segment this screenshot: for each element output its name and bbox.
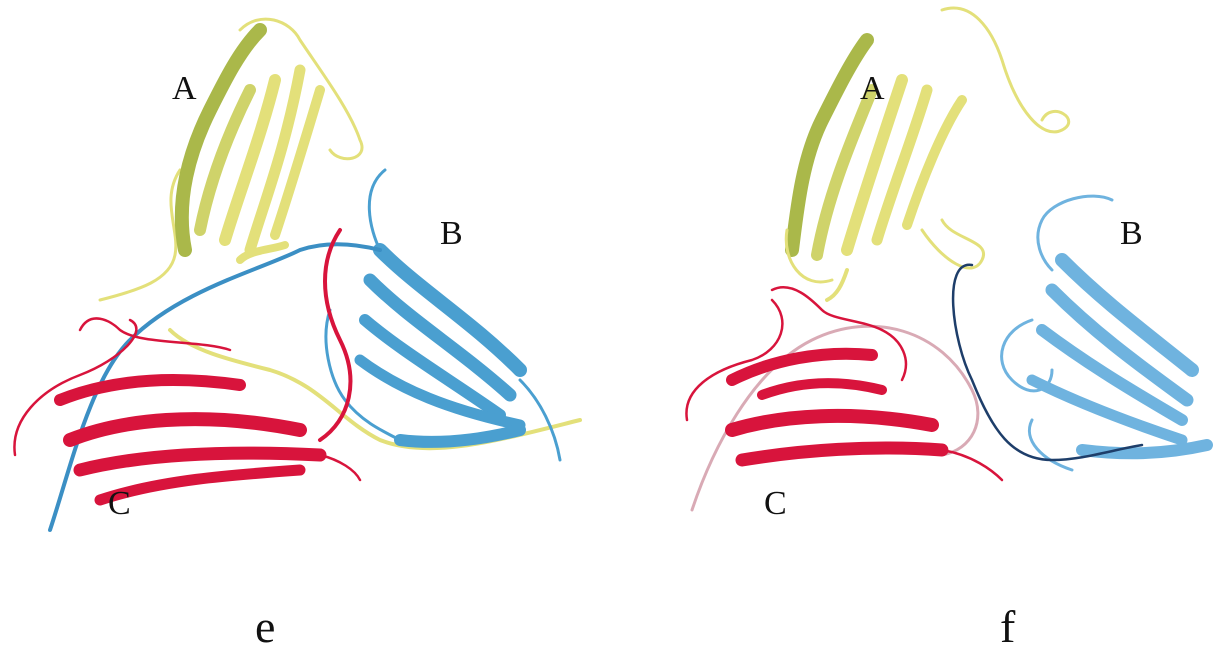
chain-b-ribbon xyxy=(953,196,1207,470)
chain-a-ribbon xyxy=(786,8,1068,300)
chain-c-ribbon xyxy=(14,230,360,500)
panel-e: A B C e xyxy=(0,0,612,662)
panel-f: A B C f xyxy=(612,0,1225,662)
chain-label-a: A xyxy=(172,70,197,108)
chain-label-c: C xyxy=(108,485,131,523)
protein-trimer-ribbon-f xyxy=(612,0,1225,662)
chain-label-b: B xyxy=(1120,215,1143,253)
chain-label-c: C xyxy=(764,485,787,523)
chain-label-a: A xyxy=(860,70,885,108)
protein-trimer-ribbon-e xyxy=(0,0,612,662)
chain-b-ribbon xyxy=(50,170,560,530)
panel-letter-e: e xyxy=(255,600,275,653)
chain-label-b: B xyxy=(440,215,463,253)
panel-letter-f: f xyxy=(1000,600,1015,653)
